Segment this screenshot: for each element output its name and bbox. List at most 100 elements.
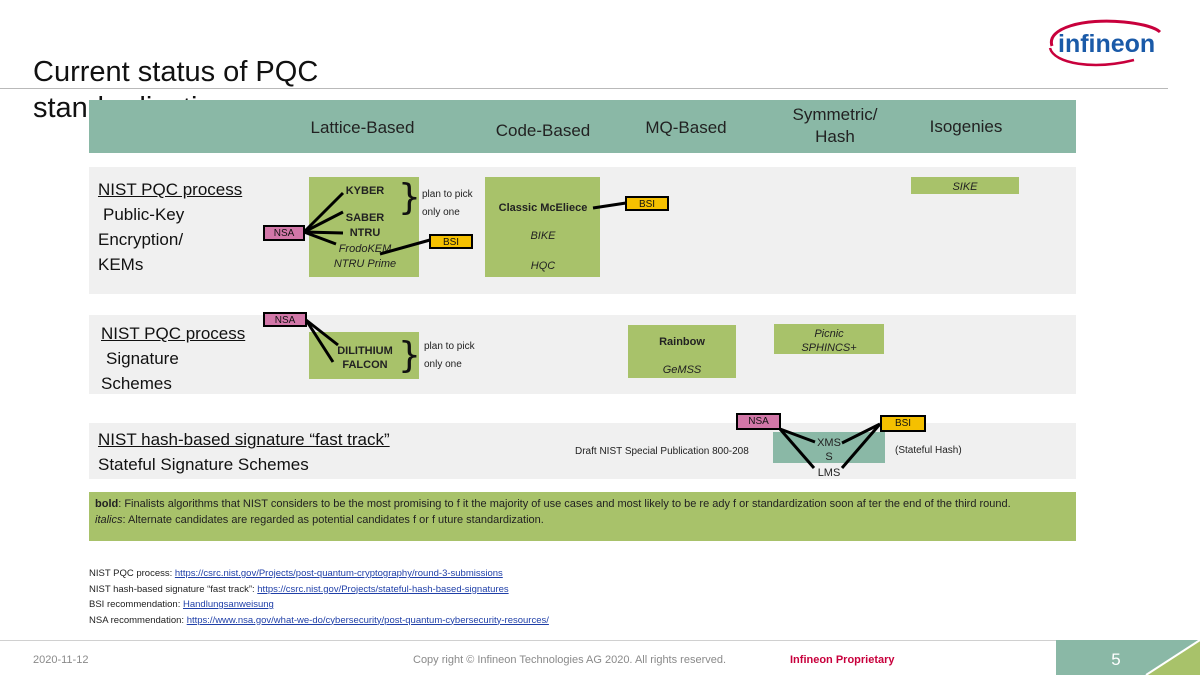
- signature-plan-brace: }: [398, 335, 421, 376]
- kem-sike: SIKE: [952, 181, 978, 193]
- header-symmetric-hash: Symmetric/ Hash: [792, 105, 878, 146]
- signature-label-line2: Signature: [106, 349, 179, 368]
- signature-dilithium: DILITHIUM: [337, 345, 393, 357]
- hash-track-xmss-line2: S: [825, 451, 833, 463]
- kem-bike: BIKE: [530, 230, 556, 242]
- signature-section-label: NIST PQC process Signature Schemes: [101, 321, 291, 396]
- kem-ntru: NTRU: [349, 227, 381, 239]
- draft-publication-note: Draft NIST Special Publication 800-208: [575, 446, 749, 457]
- signature-symmetric-box: [774, 324, 884, 354]
- legend-text: bold: Finalists algorithms that NIST con…: [95, 496, 1065, 528]
- footer-proprietary: Infineon Proprietary: [790, 654, 895, 666]
- footer-copyright: Copy right © Infineon Technologies AG 20…: [413, 654, 727, 666]
- signature-label-line1: NIST PQC process: [101, 324, 246, 343]
- header-mq-based: MQ-Based: [645, 118, 727, 137]
- bsi-to-xmss-line: [841, 422, 881, 445]
- reference-nist-pqc: NIST PQC process: https://csrc.nist.gov/…: [89, 566, 549, 582]
- reference-nsa-label: NSA recommendation:: [89, 614, 187, 626]
- signature-sphincs: SPHINCS+: [801, 342, 857, 354]
- nsa-to-lms-line: [778, 428, 816, 469]
- bsi-to-mceliece-line: [592, 201, 627, 210]
- nsa-to-xmss-line: [779, 427, 816, 444]
- reference-nsa: NSA recommendation: https://www.nsa.gov/…: [89, 613, 549, 629]
- category-header-band: [89, 100, 1076, 153]
- kem-isogeny-box: [911, 177, 1019, 194]
- reference-nist-pqc-link[interactable]: https://csrc.nist.gov/Projects/post-quan…: [174, 568, 503, 579]
- kem-section-label: NIST PQC process Public-Key Encryption/ …: [98, 177, 288, 277]
- header-isogenies: Isogenies: [929, 117, 1003, 136]
- legend-italic-text: : Alternate candidates are regarded as p…: [122, 514, 544, 526]
- signature-gemss: GeMSS: [662, 364, 702, 376]
- kem-classic-mceliece: Classic McEliece: [498, 202, 588, 214]
- signature-plan-line1: plan to pick: [424, 341, 475, 352]
- footer-corner-graphic: [1056, 640, 1200, 675]
- infineon-logo-swoosh-icon: infineon: [1048, 19, 1162, 67]
- header-code-based: Code-Based: [495, 121, 591, 140]
- page-number: 5: [1111, 650, 1121, 669]
- signature-picnic: Picnic: [814, 328, 844, 340]
- hash-track-xmss-line1: XMS: [817, 437, 841, 449]
- nsa-to-dilithium-line: [305, 318, 339, 347]
- bsi-to-frodokem-line: [379, 238, 431, 256]
- nsa-to-kyber-line: [302, 191, 345, 234]
- reference-nist-pqc-label: NIST PQC process:: [89, 568, 175, 579]
- footer-divider: [0, 640, 1200, 641]
- kem-plan-note: plan to pick only one: [422, 186, 502, 222]
- stateful-hash-note: (Stateful Hash): [895, 445, 962, 456]
- legend-italic-key: italics: [95, 514, 123, 526]
- nsa-to-falcon-line: [304, 319, 335, 363]
- nsa-to-frodokem-line: [303, 230, 337, 246]
- kem-lattice-box: [309, 177, 419, 277]
- reference-hash-track-label: NIST hash-based signature “fast track”:: [89, 583, 258, 595]
- kem-saber: SABER: [345, 212, 385, 224]
- kem-label-line1: NIST PQC process: [98, 180, 243, 199]
- hash-track-box: [773, 432, 885, 463]
- signature-plan-line2: only one: [424, 359, 462, 370]
- kem-label-line4: KEMs: [98, 255, 144, 274]
- title-divider: [0, 88, 1168, 89]
- signature-mq-box: [628, 325, 736, 378]
- hash-track-label-line2: Stateful Signature Schemes: [98, 455, 309, 474]
- kem-ntru-prime: NTRU Prime: [333, 258, 397, 270]
- nsa-tag-kem: NSA: [263, 225, 305, 241]
- reference-bsi: BSI recommendation: Handlungsanweisung: [89, 597, 549, 613]
- reference-links: NIST PQC process: https://csrc.nist.gov/…: [89, 566, 549, 628]
- kem-label-line3: Encryption/: [98, 230, 184, 249]
- kem-plan-line2: only one: [422, 207, 460, 218]
- hash-track-lms: LMS: [817, 467, 841, 479]
- infineon-logo: infineon: [1044, 16, 1164, 70]
- kem-kyber: KYBER: [345, 185, 385, 197]
- signature-rainbow: Rainbow: [659, 336, 705, 348]
- kem-frodokem: FrodoKEM: [338, 243, 392, 255]
- reference-bsi-label: BSI recommendation:: [89, 599, 183, 610]
- legend-bold-key: bold: [95, 498, 119, 510]
- bsi-tag-frodokem: BSI: [429, 234, 473, 249]
- nsa-to-ntru-line: [303, 230, 344, 235]
- header-lattice-based: Lattice-Based: [310, 118, 415, 137]
- signature-section-band: [89, 315, 1076, 394]
- bsi-tag-mceliece: BSI: [625, 196, 669, 211]
- kem-code-box: [485, 177, 600, 277]
- kem-label-line2: Public-Key: [103, 205, 185, 224]
- hash-track-section-label: NIST hash-based signature “fast track” S…: [98, 427, 498, 477]
- bsi-tag-hash-track: BSI: [880, 415, 926, 432]
- signature-falcon: FALCON: [342, 359, 388, 371]
- legend-bold-entry: bold: Finalists algorithms that NIST con…: [95, 496, 1065, 512]
- reference-nsa-link[interactable]: https://www.nsa.gov/what-we-do/cybersecu…: [186, 614, 549, 626]
- reference-bsi-link[interactable]: Handlungsanweisung: [183, 599, 274, 610]
- footer-date: 2020-11-12: [33, 654, 89, 666]
- legend-italic-entry: italics: Alternate candidates are regard…: [95, 512, 1065, 528]
- kem-plan-brace: }: [398, 177, 421, 218]
- hash-track-label-line1: NIST hash-based signature “fast track”: [98, 430, 390, 449]
- nsa-tag-hash-track: NSA: [736, 413, 781, 430]
- legend-bold-text: : Finalists algorithms that NIST conside…: [118, 498, 1011, 510]
- reference-hash-track: NIST hash-based signature “fast track”: …: [89, 582, 549, 598]
- reference-hash-track-link[interactable]: https://csrc.nist.gov/Projects/stateful-…: [257, 583, 509, 595]
- hash-track-section-band: [89, 423, 1076, 479]
- signature-label-line3: Schemes: [101, 374, 172, 393]
- kem-plan-line1: plan to pick: [422, 189, 473, 200]
- kem-hqc: HQC: [530, 260, 556, 272]
- nsa-tag-signature: NSA: [263, 312, 307, 327]
- legend-band: [89, 492, 1076, 541]
